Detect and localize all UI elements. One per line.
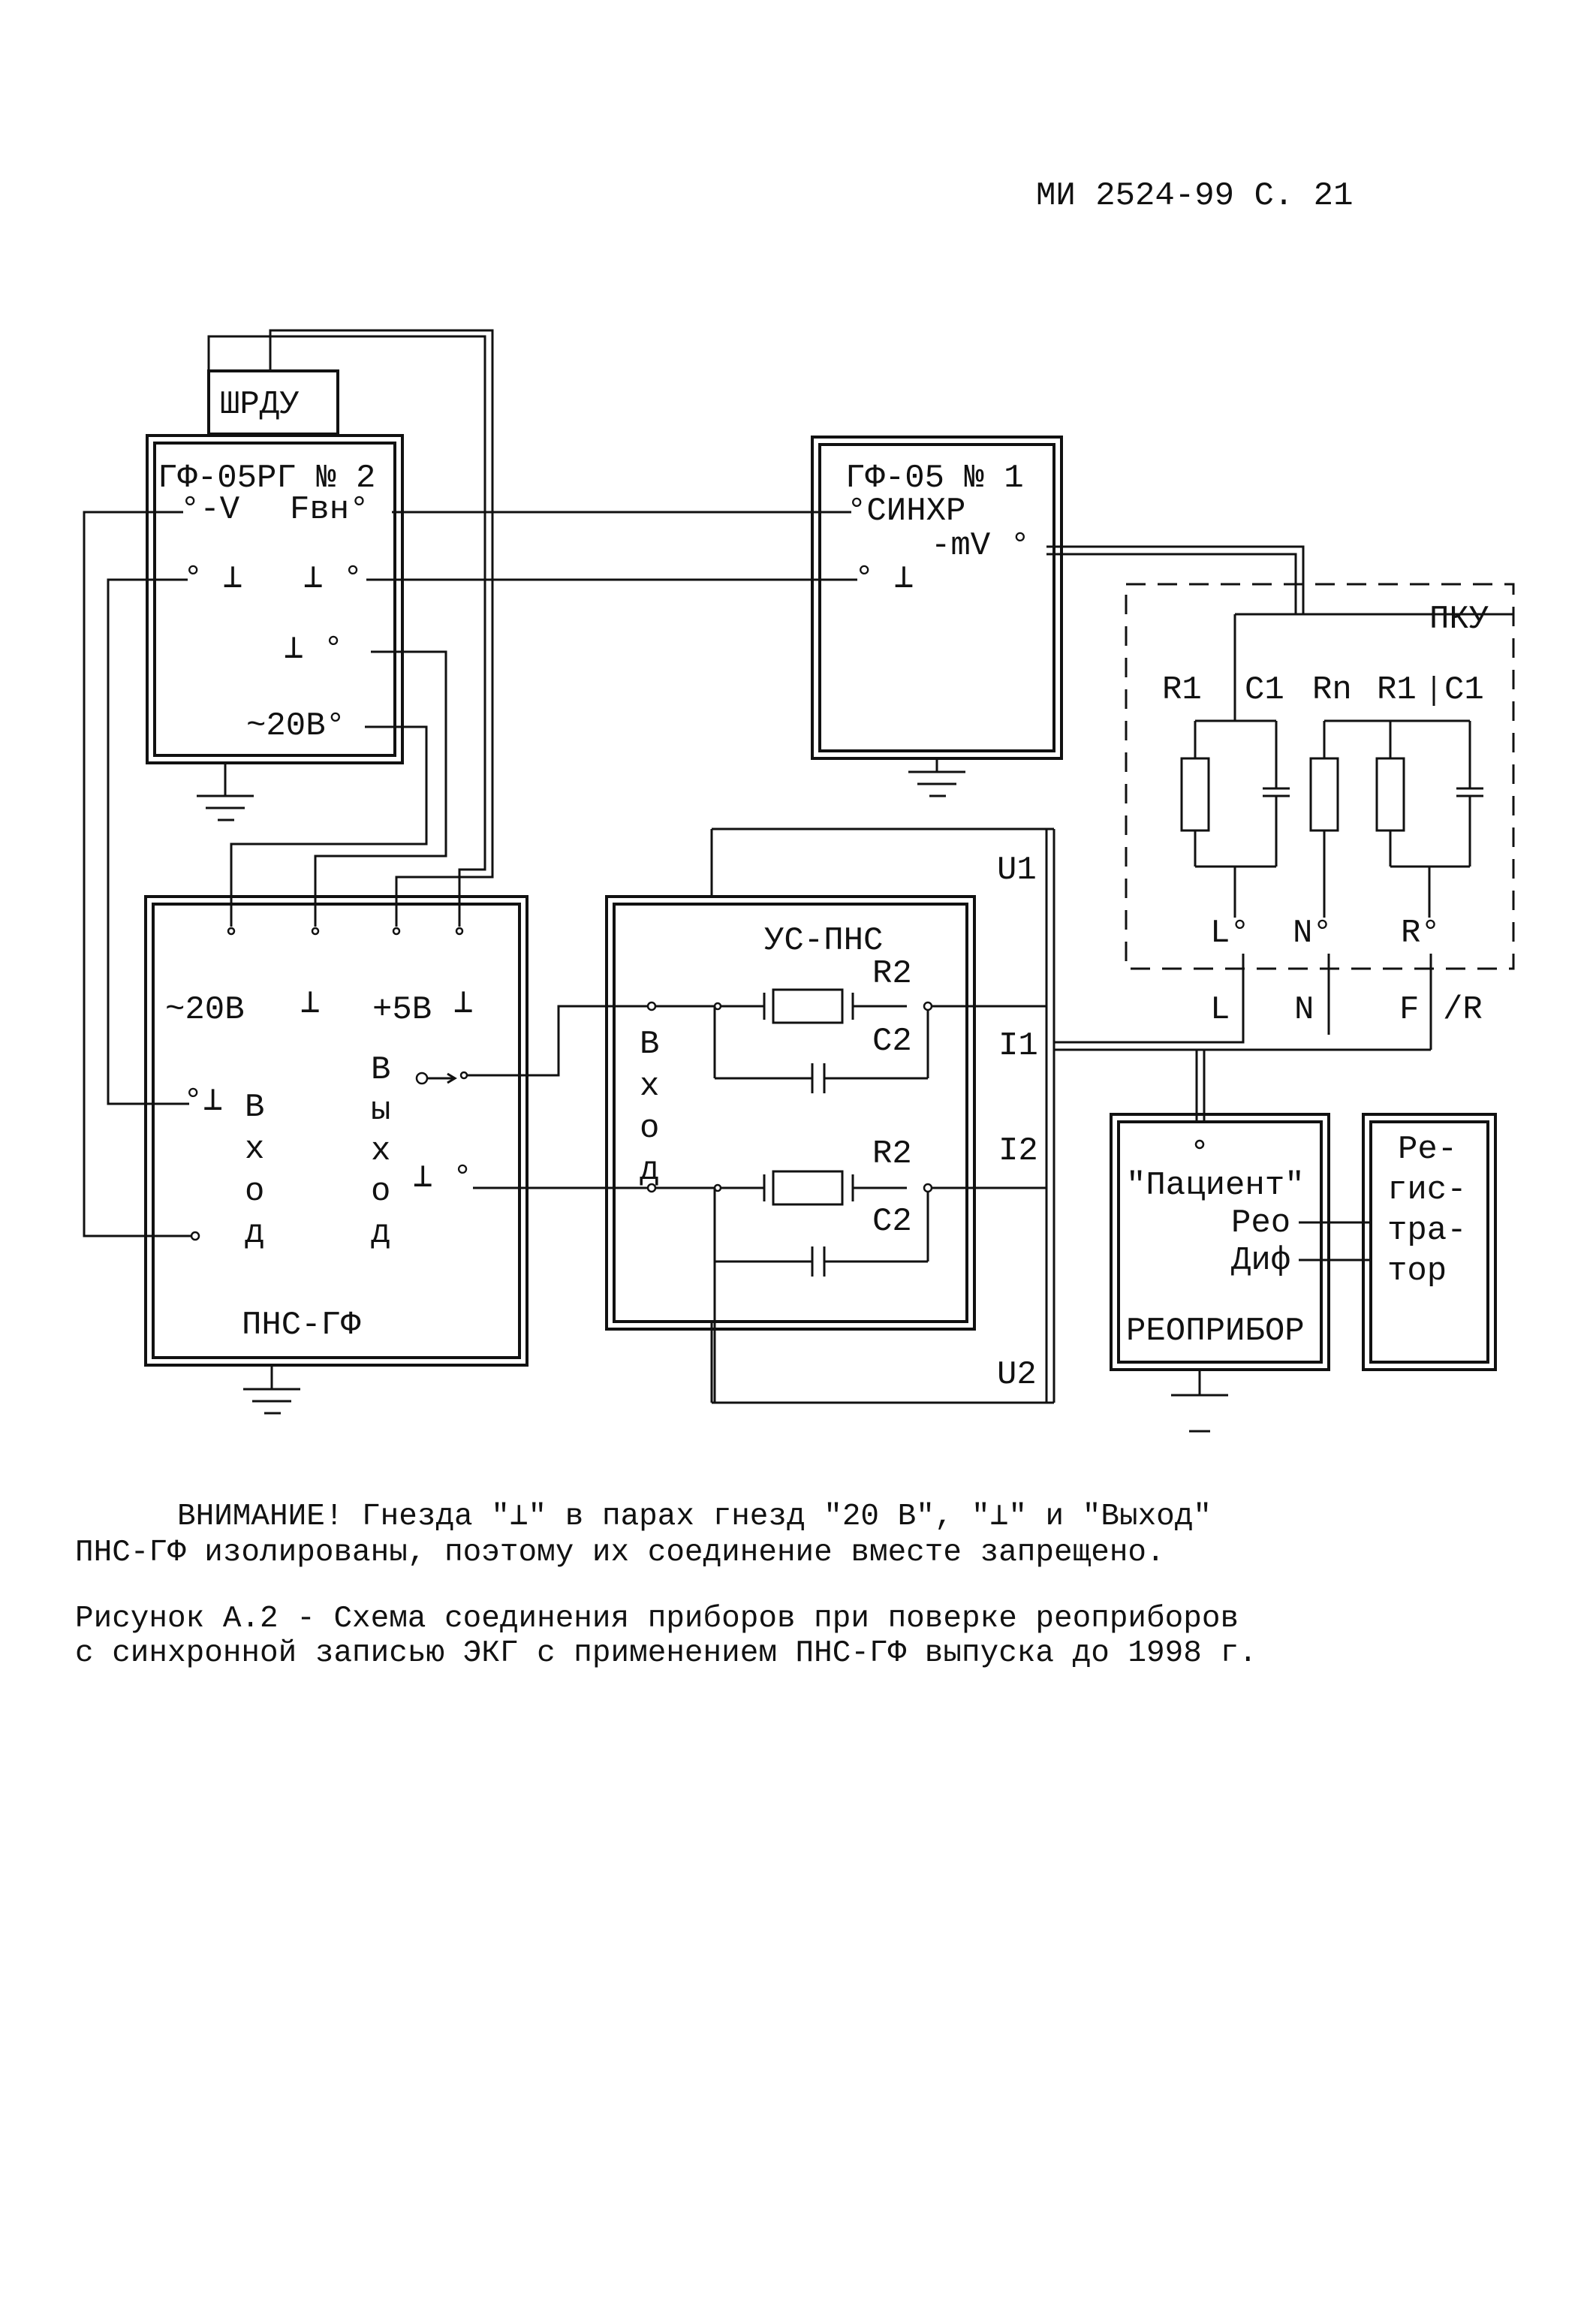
- label-l: L: [1210, 991, 1230, 1029]
- shrdu-label: ШРДУ: [220, 386, 300, 424]
- gf05rg-minus-v: °-V: [180, 491, 240, 529]
- registrator-block: [1362, 1113, 1497, 1371]
- wiring: [83, 329, 1431, 1237]
- us-input-letter-1: В: [640, 1026, 659, 1063]
- doc-reference: МИ 2524-99 С. 21: [1036, 177, 1353, 215]
- pns-input-gnd: °⊥: [183, 1083, 223, 1120]
- pns-gnd1: ⊥: [300, 985, 321, 1023]
- registrator-line-2: гис-: [1387, 1171, 1467, 1209]
- us-c2a: C2: [872, 1023, 912, 1060]
- registrator-line-1: Ре-: [1398, 1131, 1457, 1168]
- gf05rg-ground-icon: [197, 763, 254, 821]
- pns-output-gnd: ⊥ °: [413, 1159, 472, 1197]
- gf05-mv: -mV °: [931, 527, 1030, 565]
- us-input-letter-3: о: [640, 1110, 659, 1147]
- us-input-letter-2: х: [640, 1068, 659, 1105]
- pku-box: [1125, 583, 1515, 970]
- pku-l-terminal: L°: [1210, 915, 1250, 952]
- gf05rg-block: [146, 434, 404, 764]
- gf05rg-gnd-left: ° ⊥: [183, 560, 242, 598]
- caption-line-2: с синхронной записью ЭКГ с применением П…: [75, 1636, 1257, 1671]
- gf05-sync: °СИНХР: [847, 493, 965, 530]
- pns-output-letter-4: о: [371, 1173, 390, 1210]
- reo-ground-icon: [1171, 1370, 1228, 1433]
- pku-n-terminal: N°: [1293, 915, 1333, 952]
- pku-network: [1180, 613, 1513, 918]
- pku-r1a: R1: [1162, 671, 1202, 709]
- gf05-ground-icon: [908, 758, 965, 797]
- pns-ground-icon: [243, 1365, 300, 1415]
- warning-line-2: ПНС-ГФ изолированы, поэтому их соединени…: [75, 1536, 1165, 1570]
- pns-input-letter-3: о: [245, 1173, 264, 1210]
- pns-output-letter-1: В: [371, 1051, 390, 1089]
- reo-dif-label: Диф: [1231, 1242, 1290, 1280]
- pns-input-letter-2: х: [245, 1131, 264, 1168]
- gf05-gnd: ° ⊥: [854, 560, 914, 598]
- u2-label: U2: [997, 1356, 1037, 1394]
- us-input-letter-4: д: [640, 1152, 659, 1189]
- gf05rg-title: ГФ-05РГ № 2: [158, 460, 375, 497]
- warning-line-1: ВНИМАНИЕ! Гнезда "⊥" в парах гнезд "20 В…: [177, 1500, 1212, 1534]
- reo-block: [1110, 1113, 1330, 1371]
- i1-label: I1: [998, 1027, 1038, 1065]
- us-c2b: C2: [872, 1203, 912, 1240]
- pku-c1a: C1: [1245, 671, 1284, 709]
- pns-gnd2: ⊥: [453, 985, 474, 1023]
- pns-output-letter-5: д: [371, 1215, 390, 1252]
- gf05-title: ГФ-05 № 1: [845, 460, 1024, 497]
- gf05rg-gnd-lower: ⊥ °: [284, 631, 343, 668]
- label-n: N: [1294, 991, 1314, 1029]
- u-frame: [710, 827, 1055, 1404]
- label-r: /R: [1443, 991, 1483, 1029]
- u1-label: U1: [997, 852, 1037, 889]
- pns-output-letter-2: ы: [371, 1092, 390, 1129]
- pku-label: ПКУ: [1429, 601, 1489, 638]
- pns-input-terminal: [190, 1231, 200, 1241]
- pns-20v: ~20В: [165, 991, 245, 1029]
- pns-input-letter-1: В: [245, 1089, 264, 1126]
- us-rc-lower: [646, 1170, 1046, 1403]
- us-r2b: R2: [872, 1135, 912, 1173]
- us-pns-block: [605, 895, 976, 1331]
- label-f: F: [1399, 991, 1419, 1029]
- caption-line-1: Рисунок А.2 - Схема соединения приборов …: [75, 1602, 1239, 1636]
- reo-title: РЕОПРИБОР: [1126, 1313, 1305, 1350]
- gf05rg-gnd-right: ⊥ °: [303, 560, 363, 598]
- us-pns-title: УС-ПНС: [764, 922, 883, 960]
- pns-5v: +5В: [372, 991, 432, 1029]
- reo-patient-label: "Пациент": [1126, 1167, 1305, 1204]
- registrator-line-4: тор: [1387, 1252, 1447, 1290]
- reo-reo-label: Рео: [1231, 1204, 1290, 1242]
- gf05rg-20v: ~20В°: [246, 707, 345, 745]
- gf05rg-fvn: Fвн°: [290, 491, 369, 529]
- pku-c1b: C1: [1444, 671, 1484, 709]
- pns-output-switch-icon: [415, 1071, 468, 1085]
- us-rc-upper: [646, 988, 1046, 1093]
- pku-r1b: R1: [1377, 671, 1417, 709]
- pns-title: ПНС-ГФ: [242, 1307, 361, 1344]
- pku-rn: Rn: [1312, 671, 1352, 709]
- pns-input-letter-4: д: [245, 1215, 264, 1252]
- registrator-line-3: тра-: [1387, 1212, 1467, 1249]
- reo-patient-terminal: [1194, 1139, 1205, 1150]
- pku-r-terminal: R°: [1401, 915, 1441, 952]
- pns-output-letter-3: х: [371, 1132, 390, 1170]
- i2-label: I2: [998, 1132, 1038, 1170]
- pns-block: [144, 895, 528, 1367]
- us-r2a: R2: [872, 955, 912, 993]
